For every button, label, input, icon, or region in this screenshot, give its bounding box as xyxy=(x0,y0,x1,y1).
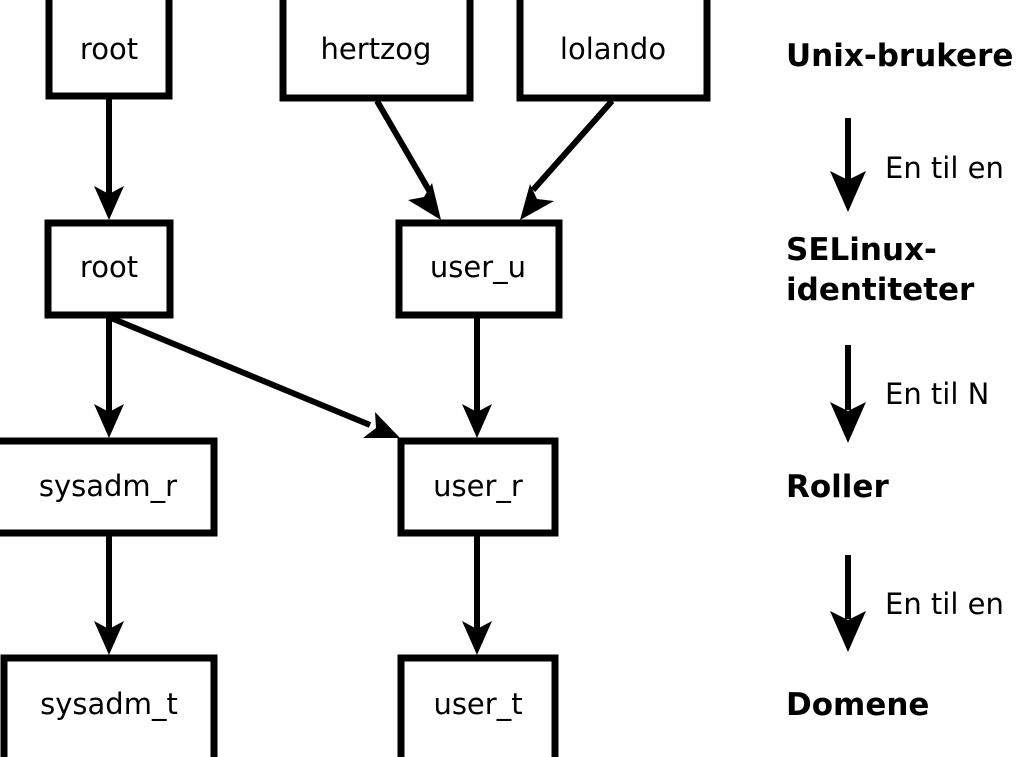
node-user-u[interactable]: user_u xyxy=(395,219,563,319)
legend-level-domains: Domene xyxy=(786,687,929,723)
legend-level-selinux-identities-line2: identiteter xyxy=(786,272,975,308)
node-label: sysadm_r xyxy=(39,469,177,503)
node-unix-root[interactable]: root xyxy=(45,0,173,100)
node-sysadm-t[interactable]: sysadm_t xyxy=(0,654,218,757)
node-label: sysadm_t xyxy=(40,687,178,721)
edge-se-root-to-sysadm-r xyxy=(94,318,124,438)
node-label: root xyxy=(80,32,138,66)
legend-relation-label-2: En til N xyxy=(885,377,989,411)
edge-user-r-to-user-t xyxy=(462,536,492,655)
edge-lolando-to-user-u xyxy=(520,99,615,220)
legend-relation-arrow-3 xyxy=(830,555,866,652)
legend-relation-arrow-1 xyxy=(830,118,866,212)
legend-level-selinux-identities-line1: SELinux- xyxy=(786,232,937,268)
legend-level-roles: Roller xyxy=(786,469,889,505)
node-user-r[interactable]: user_r xyxy=(397,437,559,537)
node-label: user_t xyxy=(433,687,522,721)
node-label: lolando xyxy=(560,32,666,66)
node-label: user_r xyxy=(433,469,523,503)
node-label: root xyxy=(80,250,138,284)
node-sysadm-r[interactable]: sysadm_r xyxy=(0,437,218,537)
edge-user-u-to-user-r xyxy=(462,318,492,438)
edge-sysadm-r-to-sysadm-t xyxy=(94,536,124,655)
node-label: hertzog xyxy=(321,32,432,66)
node-se-root[interactable]: root xyxy=(44,219,174,319)
node-user-t[interactable]: user_t xyxy=(397,654,559,757)
node-label: user_u xyxy=(430,250,526,284)
legend-relation-label-3: En til en xyxy=(885,587,1004,621)
edge-hertzog-to-user-u xyxy=(374,99,441,220)
edge-unix-root-to-se-root xyxy=(94,99,124,220)
node-hertzog[interactable]: hertzog xyxy=(279,0,474,102)
legend-level-unix-users: Unix-brukere xyxy=(786,38,1013,74)
legend-relation-arrow-2 xyxy=(830,345,866,443)
edge-se-root-to-user-r xyxy=(109,315,400,438)
legend-relation-label-1: En til en xyxy=(885,151,1004,185)
node-lolando[interactable]: lolando xyxy=(516,0,711,102)
